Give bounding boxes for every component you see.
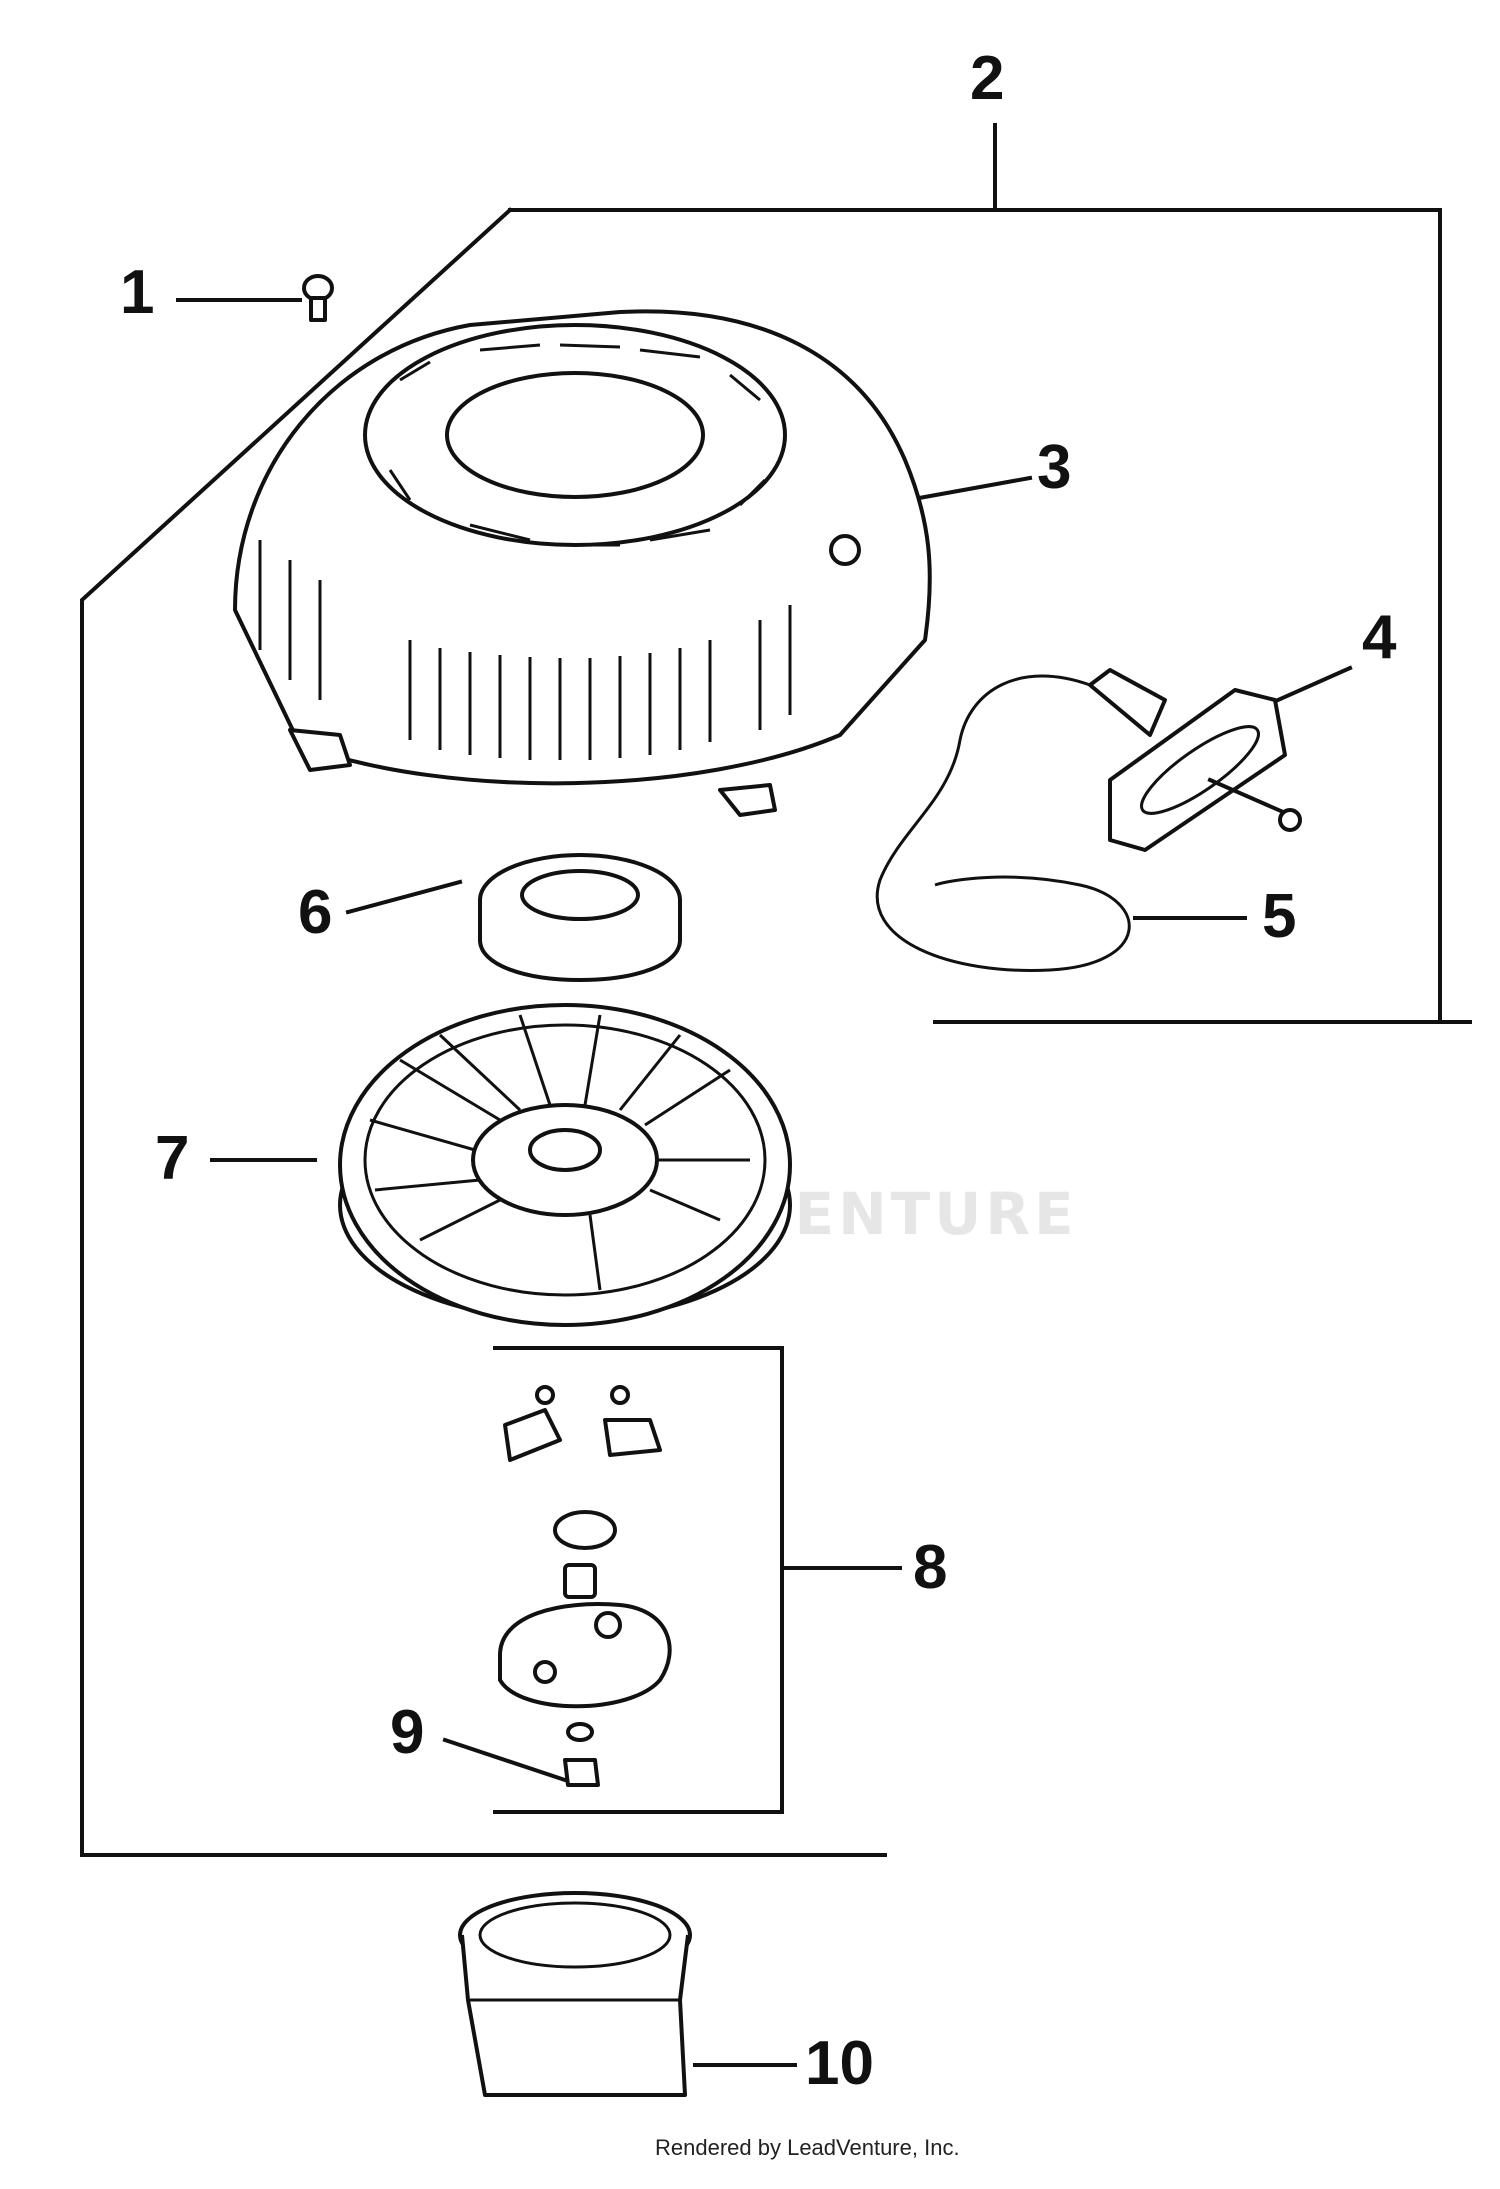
pulley-part-7: [338, 1003, 792, 1327]
credit-text: Rendered by LeadVenture, Inc.: [655, 2135, 960, 2160]
handle-part-4: [1088, 668, 1302, 852]
rope-part-5: [875, 674, 1131, 972]
callout-1: 1: [120, 258, 155, 327]
callout-4: 4: [1362, 603, 1397, 672]
callout-2: 2: [970, 44, 1005, 113]
callout-3: 3: [1037, 433, 1072, 502]
washer-part-6: [478, 853, 682, 982]
leader-lines: [176, 298, 1353, 2067]
starter-housing-part-3: [233, 309, 932, 817]
assembly-bracket-2: [80, 123, 1472, 1857]
pawl-kit-part-8: [498, 1385, 672, 1742]
callout-9: 9: [390, 1698, 425, 1767]
callout-8: 8: [913, 1533, 948, 1602]
callout-6: 6: [298, 878, 333, 947]
assembly-bracket-8: [493, 1346, 902, 1814]
cup-part-10: [458, 1891, 692, 2097]
callout-10: 10: [805, 2029, 874, 2098]
callout-5: 5: [1262, 882, 1297, 951]
screw-part-1: [302, 274, 334, 322]
callout-7: 7: [155, 1124, 190, 1193]
screw-part-9: [563, 1758, 600, 1787]
